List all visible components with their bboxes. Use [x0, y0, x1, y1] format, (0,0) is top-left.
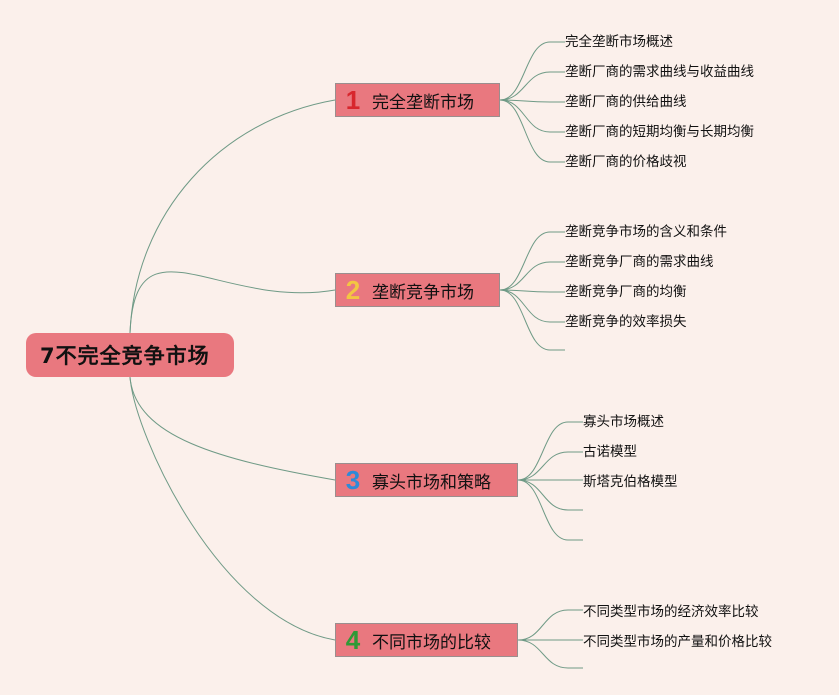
leaf-2-4[interactable]: 垄断竞争的效率损失 [565, 314, 687, 330]
root-node[interactable]: 7不完全竞争市场 [26, 333, 234, 377]
leaf-3-1[interactable]: 寡头市场概述 [583, 414, 664, 430]
leaf-3-2[interactable]: 古诺模型 [583, 444, 637, 460]
branch-label-4: 不同市场的比较 [372, 632, 491, 653]
branch-node-1[interactable]: 1 完全垄断市场 [335, 83, 500, 117]
leaf-3-3[interactable]: 斯塔克伯格模型 [583, 474, 678, 490]
branch-number-1: 1 [345, 85, 361, 115]
branch-label-3: 寡头市场和策略 [372, 472, 491, 493]
leaf-link-2-4 [499, 289, 565, 323]
leaf-link-2-2 [499, 261, 565, 291]
branch-label-2: 垄断竞争市场 [372, 282, 474, 303]
root-link-4 [129, 376, 336, 641]
root-link-3 [129, 376, 336, 481]
branch-number-2: 2 [345, 275, 361, 305]
leaf-1-4[interactable]: 垄断厂商的短期均衡与长期均衡 [565, 124, 754, 140]
leaf-1-3[interactable]: 垄断厂商的供给曲线 [565, 94, 687, 110]
branch-number-4: 4 [345, 625, 361, 655]
root-link-1 [129, 99, 336, 334]
leaf-4-2[interactable]: 不同类型市场的产量和价格比较 [583, 634, 772, 650]
leaf-1-2[interactable]: 垄断厂商的需求曲线与收益曲线 [565, 64, 754, 80]
leaf-4-1[interactable]: 不同类型市场的经济效率比较 [583, 604, 759, 620]
leaf-link-2-3 [499, 289, 565, 293]
branch-node-2[interactable]: 2 垄断竞争市场 [335, 273, 500, 307]
leaf-2-2[interactable]: 垄断竞争厂商的需求曲线 [565, 254, 714, 270]
leaf-link-3-1 [517, 421, 583, 481]
leaf-2-1[interactable]: 垄断竞争市场的含义和条件 [565, 224, 727, 240]
leaf-link-3-4 [517, 479, 583, 511]
leaf-2-3[interactable]: 垄断竞争厂商的均衡 [565, 284, 687, 300]
leaf-link-1-3 [499, 99, 565, 103]
leaf-link-1-4 [499, 99, 565, 133]
branch-number-3: 3 [345, 465, 361, 495]
branch-label-1: 完全垄断市场 [372, 92, 474, 113]
leaf-link-2-1 [499, 231, 565, 291]
leaf-1-1[interactable]: 完全垄断市场概述 [565, 34, 673, 50]
leaf-link-1-5 [499, 99, 565, 163]
leaf-link-1-2 [499, 71, 565, 101]
root-link-2 [129, 271, 336, 334]
leaf-link-3-2 [517, 451, 583, 481]
leaf-link-2-5 [499, 289, 565, 351]
leaf-link-3-5 [517, 479, 583, 541]
leaf-link-4-3 [517, 639, 583, 669]
leaf-1-5[interactable]: 垄断厂商的价格歧视 [565, 154, 687, 170]
leaf-link-1-1 [499, 41, 565, 101]
branch-node-3[interactable]: 3 寡头市场和策略 [335, 463, 518, 497]
root-label: 7不完全竞争市场 [40, 344, 210, 368]
leaf-link-4-1 [517, 609, 583, 641]
branch-node-4[interactable]: 4 不同市场的比较 [335, 623, 518, 657]
